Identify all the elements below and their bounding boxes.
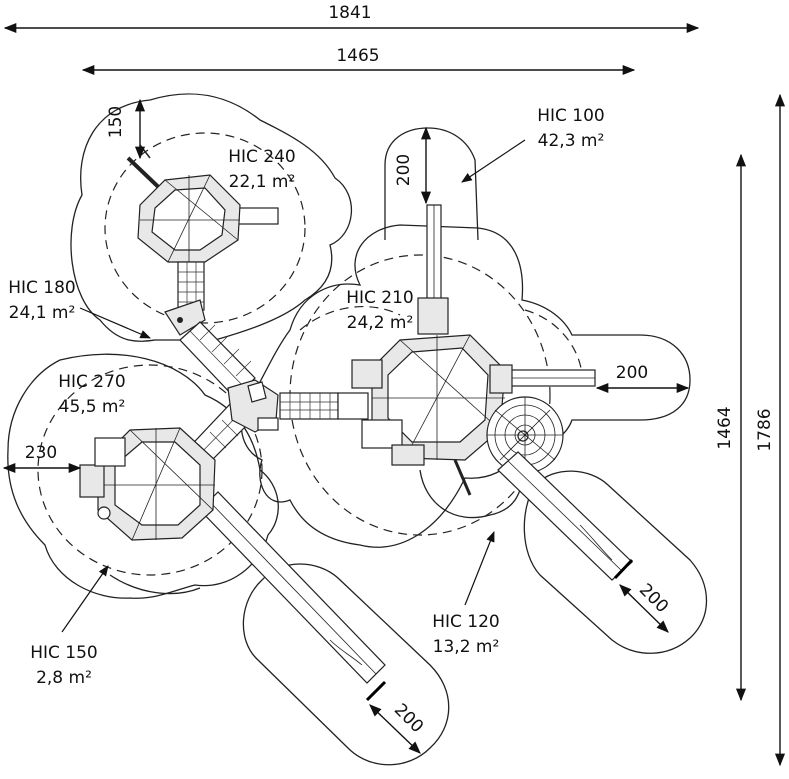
dash-zone-240	[104, 132, 306, 324]
dimension-texts: 1841 1465 1464 1786 150 200 200 230 200 …	[25, 3, 775, 737]
label-hic210-title: HIC 210	[346, 288, 414, 308]
dim-inner-width: 1465	[336, 46, 379, 66]
label-hic210-area: 24,2 m²	[347, 313, 414, 333]
equipment	[79, 144, 634, 702]
dim-top-left: 150	[106, 106, 126, 138]
dim-diag-right: 200	[635, 580, 672, 617]
dash-zone-link	[299, 305, 401, 331]
dim-line-diag-bottom	[369, 704, 421, 754]
label-hic270-title: HIC 270	[58, 372, 126, 392]
label-hic100-title: HIC 100	[537, 106, 605, 126]
net-bridge-diag-upper	[179, 321, 256, 399]
dim-line-diag-right	[619, 584, 669, 633]
zone-labels: HIC 100 42,3 m² HIC 240 22,1 m² HIC 180 …	[8, 106, 605, 688]
net-bridge-horizontal	[279, 392, 369, 420]
zone-slide-right	[523, 470, 708, 654]
tower-210	[351, 297, 513, 466]
dim-height-inner: 1464	[715, 406, 735, 449]
label-hic150-area: 2,8 m²	[36, 668, 92, 688]
leader-lines	[61, 139, 526, 633]
zone-slide-bottom	[242, 563, 450, 766]
tower-270	[79, 427, 216, 541]
label-hic240-title: HIC 240	[228, 147, 296, 167]
dim-height-outer: 1786	[755, 408, 775, 451]
dim-top-slide: 200	[394, 154, 414, 186]
label-hic270-area: 45,5 m²	[59, 397, 126, 417]
zone-hic270	[7, 353, 279, 599]
dashed-zones	[37, 132, 583, 576]
right-diag-slide	[497, 451, 634, 581]
label-hic180-area: 24,1 m²	[9, 303, 76, 323]
dim-diag-bottom: 200	[390, 700, 427, 737]
label-hic180-title: HIC 180	[8, 278, 76, 298]
dim-right-slide: 200	[616, 363, 648, 383]
dash-zone-right	[524, 309, 583, 376]
label-hic150-title: HIC 150	[30, 643, 98, 663]
small-deck	[164, 299, 206, 336]
tower-240	[137, 174, 241, 263]
zone-hic240	[70, 93, 352, 342]
dash-zone-270	[37, 364, 263, 576]
label-hic120-title: HIC 120	[432, 612, 500, 632]
dimension-lines	[2, 22, 786, 767]
dim-overall-width: 1841	[328, 3, 371, 23]
label-hic240-area: 22,1 m²	[229, 172, 296, 192]
label-hic100-area: 42,3 m²	[538, 131, 605, 151]
dim-left: 230	[25, 443, 57, 463]
label-hic120-area: 13,2 m²	[433, 637, 500, 657]
zone-hic150	[109, 574, 201, 595]
